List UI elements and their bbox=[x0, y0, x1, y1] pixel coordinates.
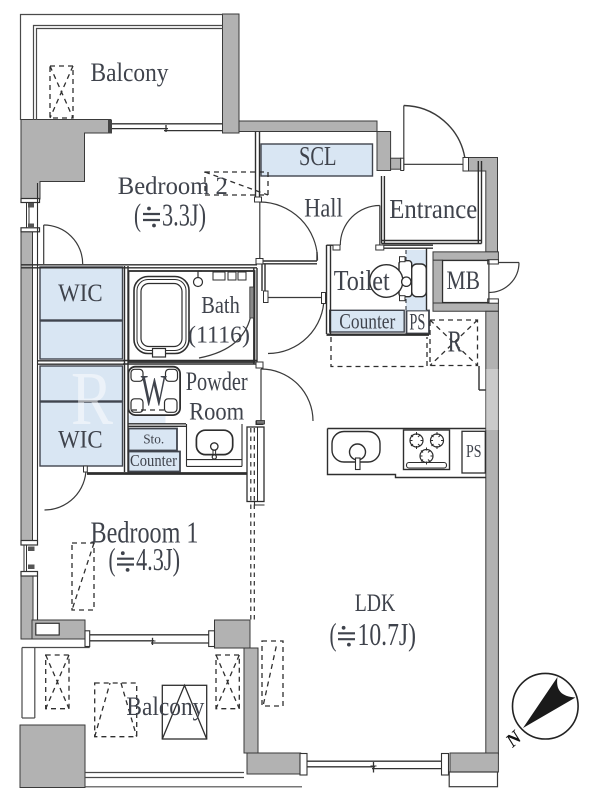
svg-text:(1116): (1116) bbox=[188, 322, 250, 349]
svg-text:W: W bbox=[141, 366, 167, 415]
svg-text:Entrance: Entrance bbox=[389, 194, 477, 224]
svg-text:Toilet: Toilet bbox=[334, 266, 390, 297]
svg-text:Bedroom 2: Bedroom 2 bbox=[118, 173, 228, 200]
svg-text:Room: Room bbox=[189, 396, 244, 425]
svg-text:Sto.: Sto. bbox=[143, 432, 164, 447]
svg-text:LDK: LDK bbox=[355, 590, 396, 617]
svg-text:Counter: Counter bbox=[130, 451, 177, 470]
svg-text:10.7J): 10.7J) bbox=[358, 616, 417, 652]
svg-text:Powder: Powder bbox=[186, 366, 248, 396]
svg-text:(: ( bbox=[134, 196, 141, 232]
svg-text:SCL: SCL bbox=[299, 141, 337, 171]
svg-text:Counter: Counter bbox=[339, 308, 396, 333]
svg-text:Balcony: Balcony bbox=[126, 692, 204, 721]
svg-text:Hall: Hall bbox=[304, 194, 343, 223]
svg-text:Balcony: Balcony bbox=[91, 58, 169, 87]
svg-text:Bedroom 1: Bedroom 1 bbox=[91, 514, 199, 549]
svg-text:R: R bbox=[71, 357, 113, 441]
svg-text:WIC: WIC bbox=[58, 280, 103, 307]
svg-text:Bath: Bath bbox=[201, 292, 240, 319]
svg-text:(: ( bbox=[330, 616, 337, 652]
svg-text:PS: PS bbox=[409, 310, 425, 335]
svg-text:R: R bbox=[448, 324, 463, 359]
svg-text:PS: PS bbox=[466, 441, 482, 461]
svg-text:(: ( bbox=[109, 541, 116, 577]
svg-text:MB: MB bbox=[447, 266, 481, 295]
svg-text:WIC: WIC bbox=[58, 427, 103, 454]
svg-text:3.3J): 3.3J) bbox=[162, 196, 206, 232]
svg-text:4.3J): 4.3J) bbox=[136, 541, 180, 577]
